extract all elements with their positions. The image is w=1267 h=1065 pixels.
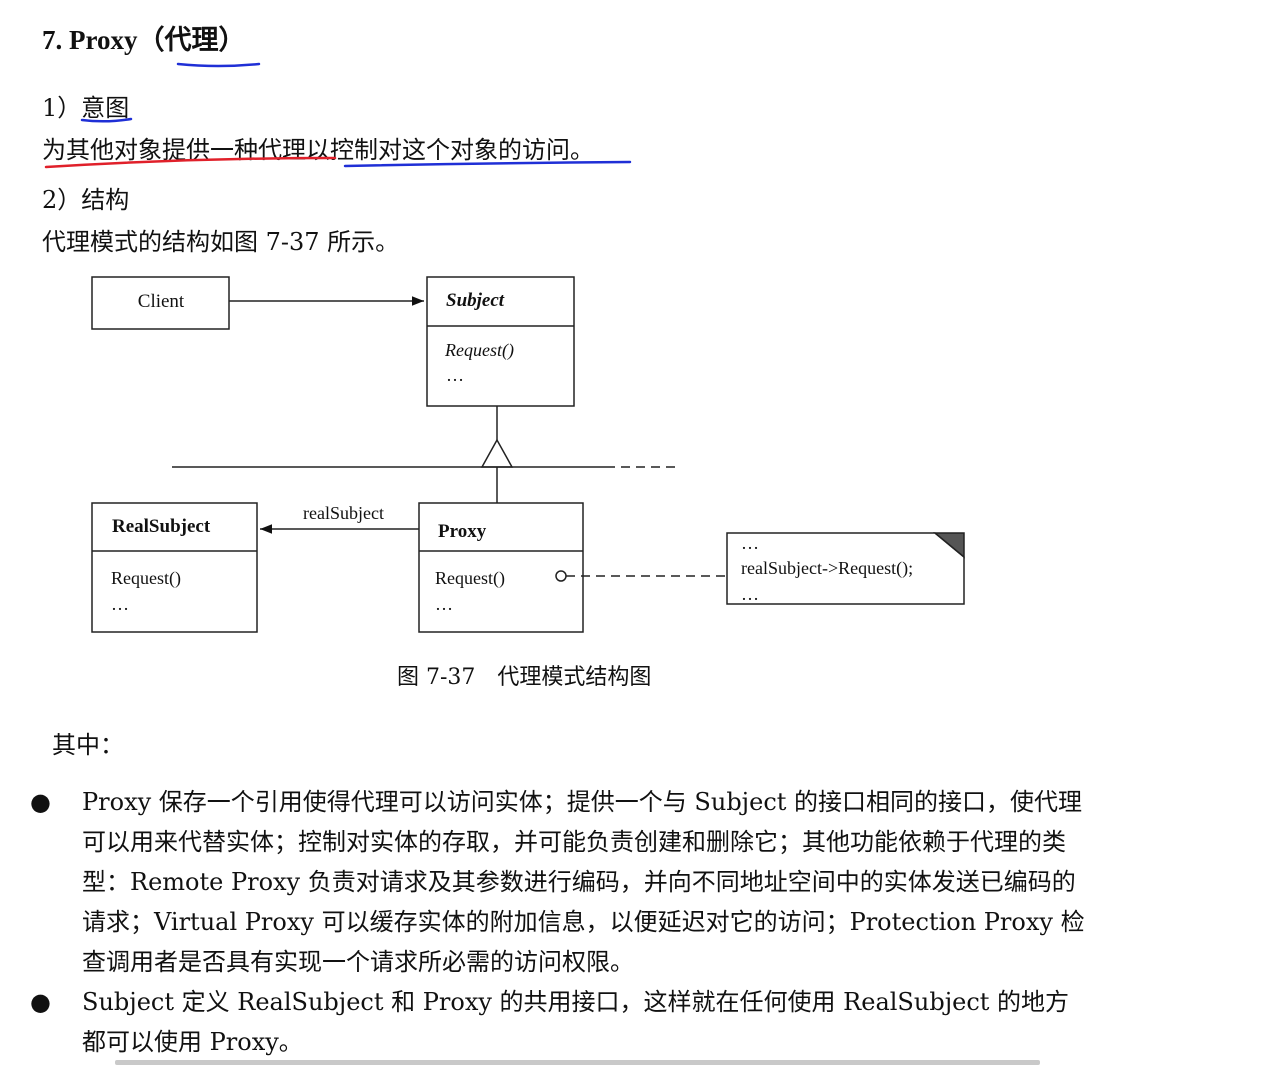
proxy-name: Proxy: [438, 521, 487, 542]
figure-caption: 图 7-37 代理模式结构图: [397, 665, 652, 690]
structure-text: 代理模式的结构如图 7-37 所示。: [42, 228, 400, 256]
proxy-more: …: [435, 594, 453, 614]
intent-heading-underline: [80, 117, 133, 123]
section-title-en: Proxy: [69, 25, 138, 55]
note-fold: [932, 532, 965, 559]
intent-red-underline: [44, 156, 337, 169]
structure-heading: 2）结构: [42, 186, 130, 214]
list-item: ● Proxy 保存一个引用使得代理可以访问实体；提供一个与 Subject 的…: [30, 782, 1090, 982]
real-subject-method: Request(): [111, 568, 181, 589]
subject-more: …: [446, 365, 464, 385]
client-label: Client: [138, 291, 185, 312]
note-line1: …: [741, 533, 759, 553]
real-subject-more: …: [111, 594, 129, 614]
proxy-method: Request(): [435, 568, 505, 589]
section-title: 7. Proxy（代理）: [42, 18, 246, 57]
inheritance-triangle: [480, 438, 514, 468]
description-list: ● Proxy 保存一个引用使得代理可以访问实体；提供一个与 Subject 的…: [30, 782, 1090, 1062]
note-line3: …: [741, 584, 759, 604]
note-anchor-circle: [555, 570, 567, 582]
where-label: 其中：: [52, 731, 124, 759]
list-item-text: Subject 定义 RealSubject 和 Proxy 的共用接口，这样就…: [82, 988, 1070, 1056]
proxy-structure-diagram: Client Subject Request() … RealSubject R…: [91, 276, 965, 633]
real-subject-box: [91, 502, 258, 633]
subject-box: [426, 276, 575, 407]
bullet-icon: ●: [30, 988, 51, 1016]
client-box: [91, 276, 230, 330]
note-box: [726, 532, 965, 605]
subject-name: Subject: [446, 290, 505, 311]
bullet-icon: ●: [30, 788, 51, 816]
real-subject-name: RealSubject: [112, 516, 211, 537]
handwritten-underlines: [44, 62, 632, 169]
intent-heading: 1）意图: [42, 94, 130, 122]
association-label: realSubject: [303, 503, 384, 523]
section-title-cn: （代理）: [137, 25, 246, 56]
title-underline: [176, 62, 261, 68]
subject-method: Request(): [444, 340, 514, 361]
intent-blue-underline: [343, 160, 632, 168]
section-number: 7.: [42, 25, 63, 55]
horizontal-scrollbar[interactable]: [115, 1060, 1040, 1065]
proxy-box: [418, 502, 584, 633]
list-item-text: Proxy 保存一个引用使得代理可以访问实体；提供一个与 Subject 的接口…: [82, 788, 1085, 976]
intent-text-part2: 以控制对这个对象的访问。: [306, 136, 594, 164]
note-line2: realSubject->Request();: [741, 558, 913, 579]
list-item: ● Subject 定义 RealSubject 和 Proxy 的共用接口，这…: [30, 982, 1090, 1062]
